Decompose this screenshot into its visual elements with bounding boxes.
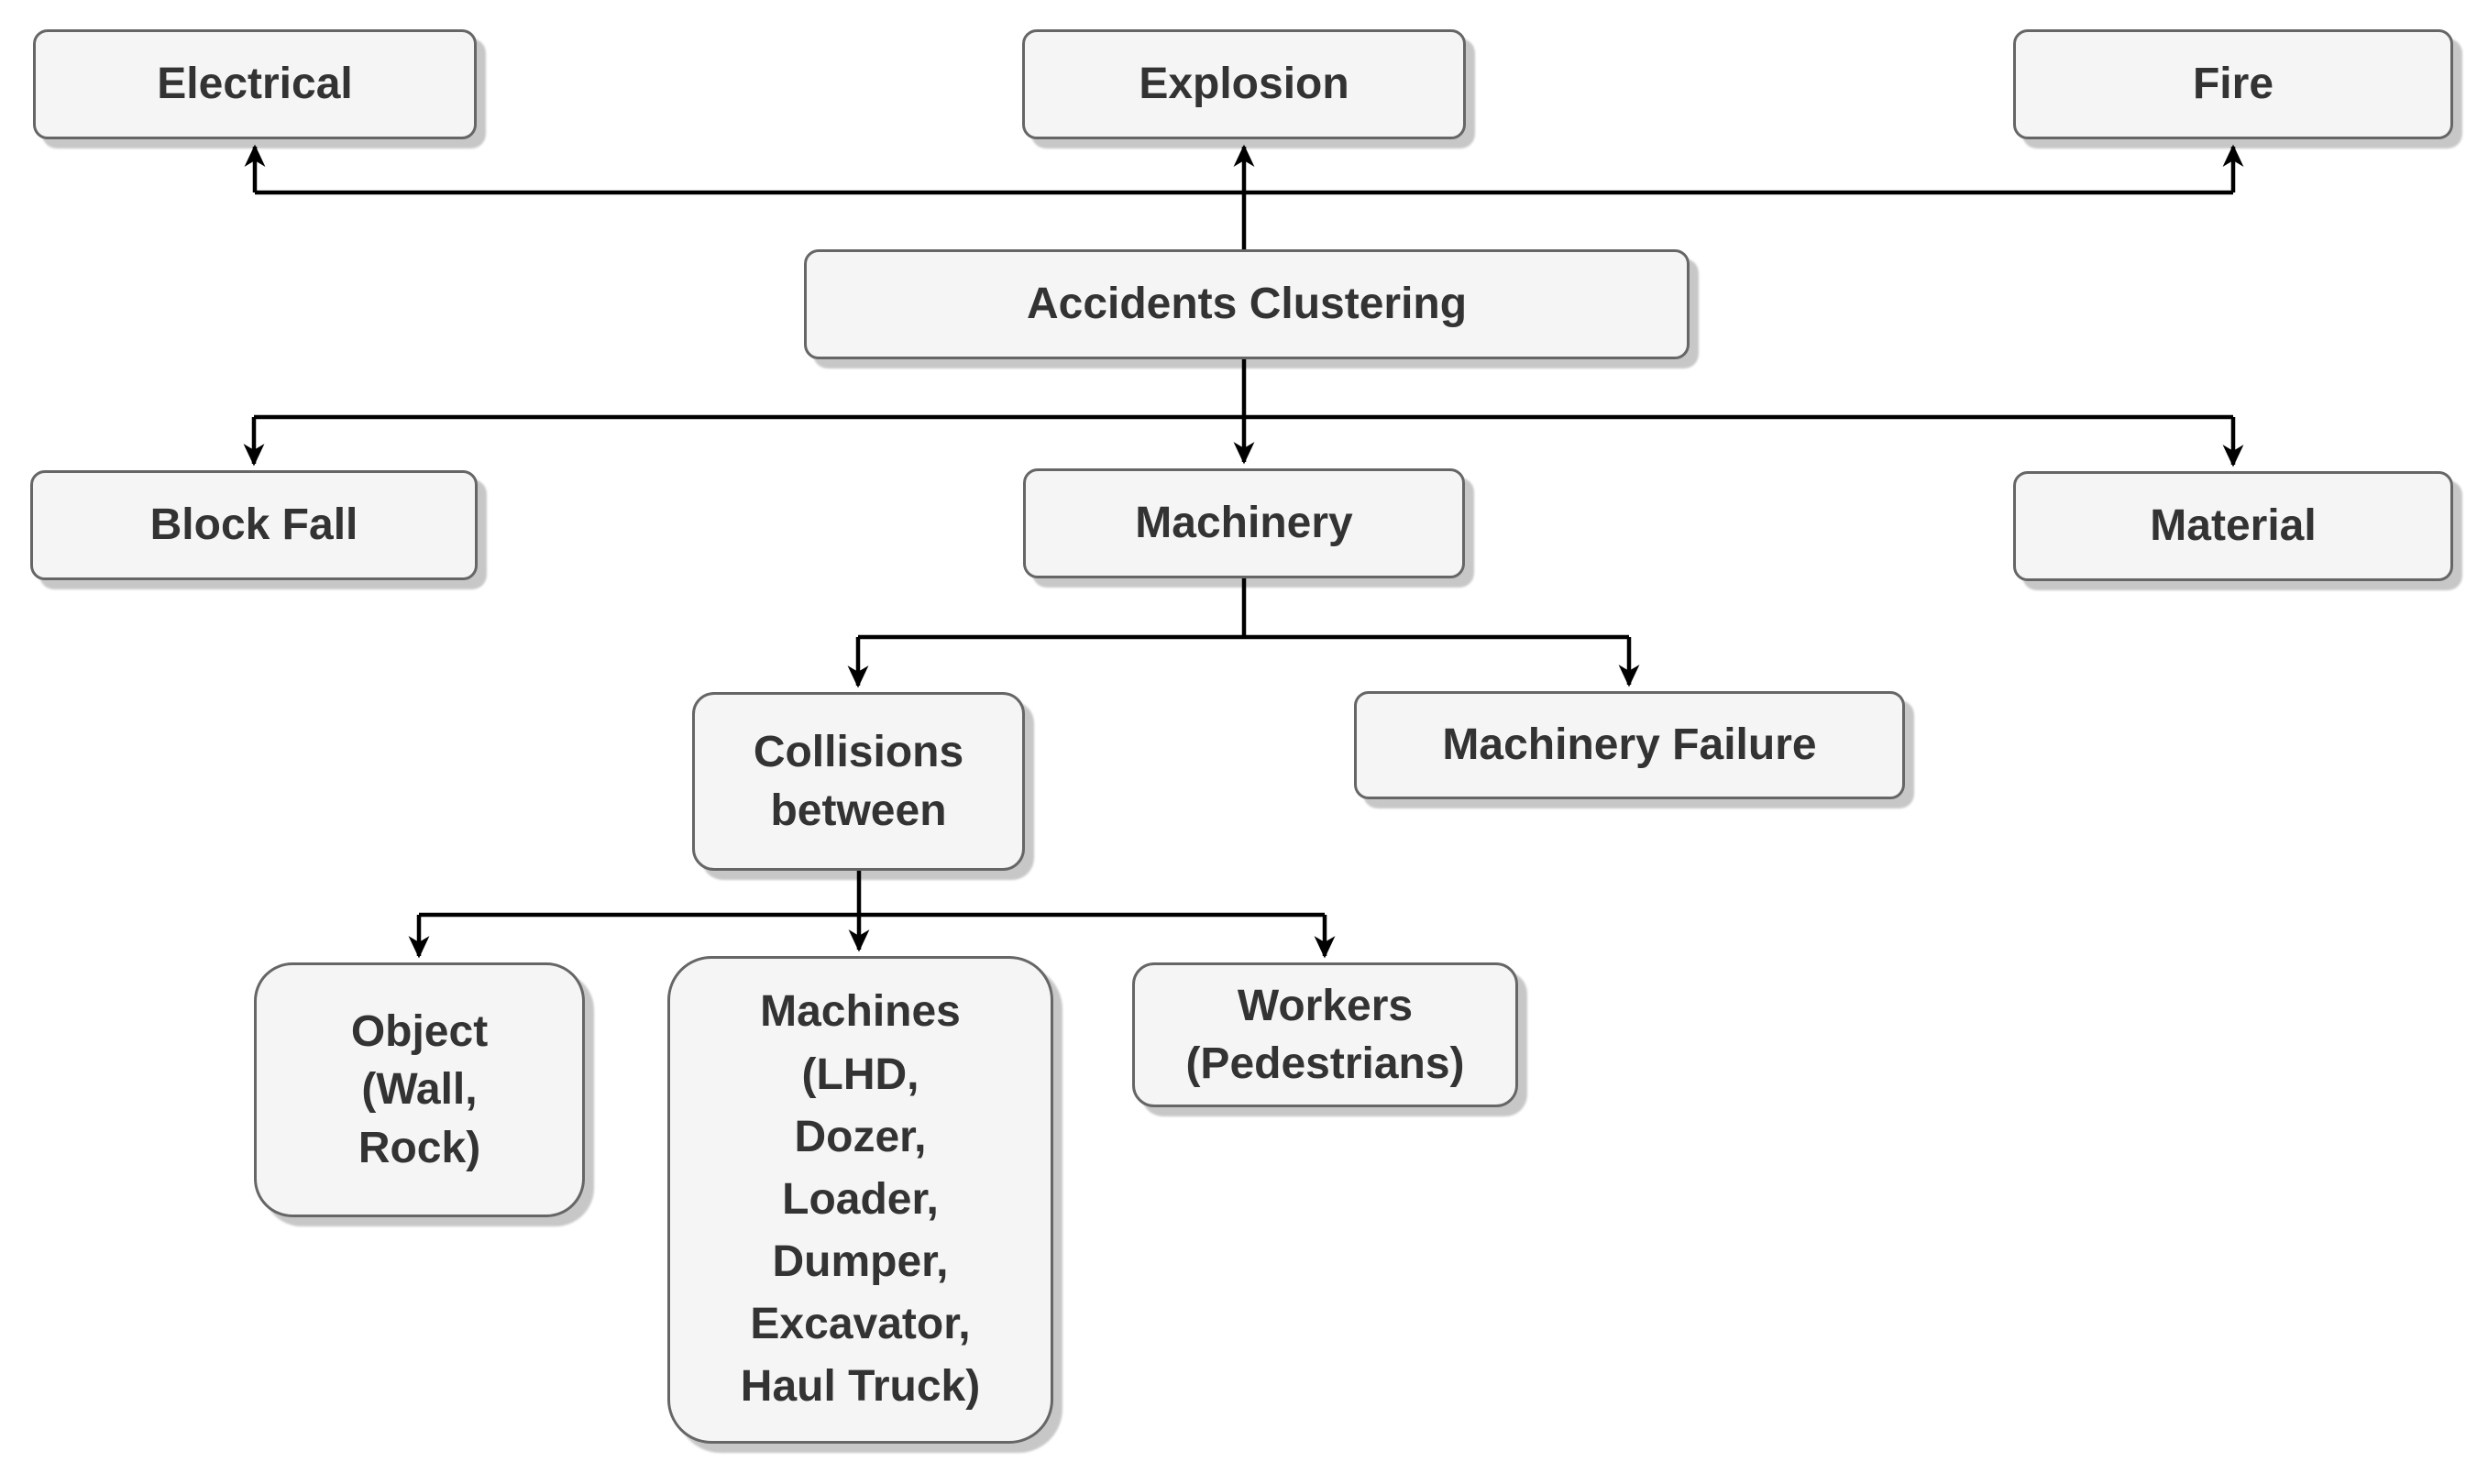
node-block-fall: Block Fall (30, 470, 478, 580)
node-object-wall-rock: Object (Wall, Rock) (254, 962, 585, 1217)
node-fire: Fire (2013, 29, 2453, 139)
node-material: Material (2013, 471, 2453, 581)
node-machinery-failure: Machinery Failure (1354, 691, 1905, 799)
node-machines-list: Machines (LHD, Dozer, Loader, Dumper, Ex… (667, 956, 1053, 1444)
node-collisions-between: Collisions between (692, 692, 1025, 871)
node-accidents-clustering: Accidents Clustering (804, 249, 1690, 359)
node-machinery: Machinery (1023, 468, 1465, 578)
node-workers-pedestrians: Workers (Pedestrians) (1132, 962, 1518, 1107)
node-electrical: Electrical (33, 29, 477, 139)
node-explosion: Explosion (1022, 29, 1466, 139)
